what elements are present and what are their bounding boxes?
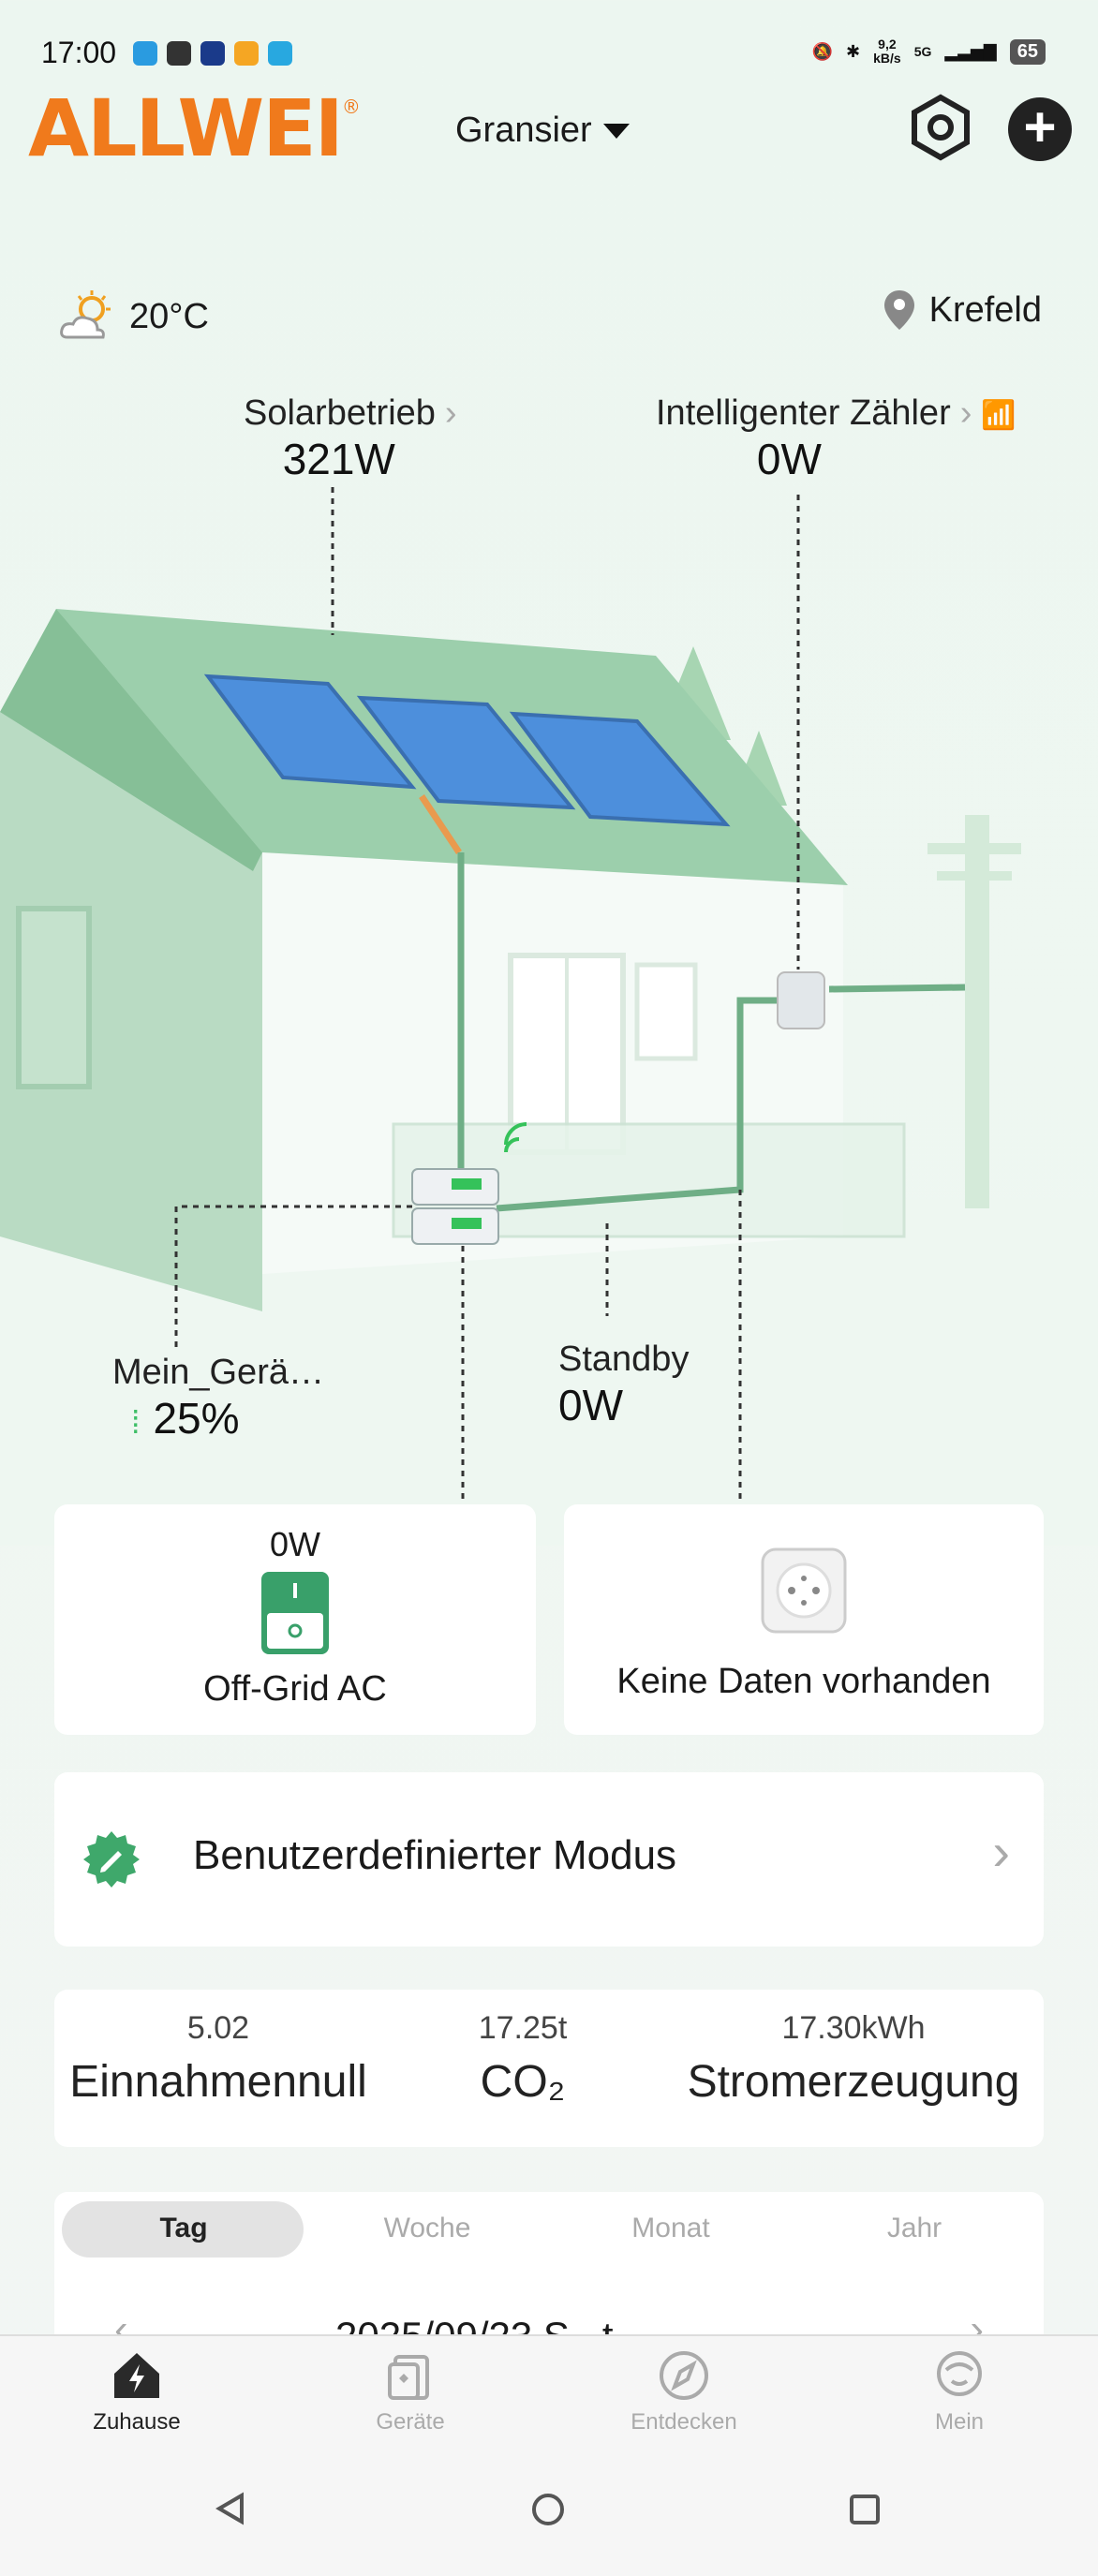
site-name: Gransier [455, 111, 592, 150]
stats-card: 5.02 Einnahmennull 17.25t CO₂ 17.30kWh S… [54, 1990, 1044, 2147]
custom-mode-gear-icon [83, 1831, 140, 1888]
smart-meter-device [777, 971, 825, 1029]
location-pin-icon [883, 290, 914, 330]
socket-status: Keine Daten vorhanden [616, 1662, 991, 1701]
signal-icon: ▂▃▅▇ [944, 41, 997, 61]
stat-revenue: 5.02 Einnahmennull [54, 2010, 382, 2108]
mode-card[interactable]: Benutzerdefinierter Modus › [54, 1772, 1044, 1947]
tab-week[interactable]: Woche [383, 2213, 471, 2243]
partly-sunny-icon [60, 290, 111, 339]
net-speed: 9,2 kB/s [873, 37, 901, 66]
app-icon [234, 41, 259, 66]
meter-label: Intelligenter Zähler [656, 393, 951, 433]
chevron-right-icon: › [959, 393, 972, 433]
tab-day[interactable]: Tag [159, 2213, 208, 2243]
stat-label: CO₂ [480, 2057, 566, 2107]
standby-value: 0W [558, 1381, 623, 1429]
power-switch-icon[interactable] [260, 1570, 331, 1656]
brand-logo: ALLWEI® [28, 82, 361, 174]
nav-discover[interactable]: Entdecken [600, 2349, 768, 2435]
solar-label: Solarbetrieb [244, 393, 436, 433]
inverter-device [411, 1122, 527, 1245]
device-name: Mein_Gerä… [112, 1353, 324, 1392]
solar-output[interactable]: Solarbetrieb› 321W [244, 393, 457, 484]
stat-generation: 17.30kWh Stromerzeugung [663, 2010, 1044, 2108]
tab-year[interactable]: Jahr [886, 2213, 942, 2243]
profile-icon [937, 2351, 982, 2396]
bluetooth-icon: ✱ [846, 41, 861, 61]
smart-meter-output[interactable]: Intelligenter Zähler› 📶 0W [656, 393, 1016, 484]
tab-month[interactable]: Monat [631, 2213, 710, 2243]
house-energy-illustration [0, 487, 1098, 1546]
notification-icons [133, 41, 292, 66]
meter-value: 0W [756, 435, 822, 483]
stat-value: 5.02 [186, 2010, 250, 2046]
system-recents-icon[interactable] [849, 2494, 881, 2525]
power-socket-icon [761, 1547, 847, 1634]
booking-icon [200, 41, 225, 66]
battery-indicator: 65 [1009, 38, 1046, 65]
stat-value: 17.25t [478, 2010, 568, 2046]
solar-value: 321W [282, 435, 395, 483]
location-name: Krefeld [928, 289, 1042, 330]
nav-home[interactable]: Zuhause [52, 2349, 221, 2435]
battery-device[interactable]: Mein_Gerä… ⁞ 25% [112, 1353, 324, 1443]
mute-icon: 🔕 [811, 41, 834, 61]
location-widget[interactable]: Krefeld [883, 289, 1042, 332]
site-selector[interactable]: Gransier [455, 111, 630, 151]
tab-day-highlight [62, 2201, 304, 2258]
home-bolt-icon [114, 2353, 159, 2398]
nav-profile[interactable]: Mein [875, 2349, 1044, 2435]
socket-card[interactable]: Keine Daten vorhanden [564, 1504, 1044, 1735]
temperature: 20°C [129, 296, 209, 336]
battery-percent: 25% [153, 1394, 240, 1443]
chevron-right-icon: › [992, 1822, 1010, 1881]
caret-down-icon [602, 123, 630, 139]
chevron-right-icon: › [444, 393, 457, 433]
offgrid-value: 0W [270, 1525, 320, 1563]
network-type: 5G [913, 43, 932, 59]
weather-widget: 20°C [56, 289, 209, 345]
utility-pole [927, 815, 1021, 1208]
check-app-icon [268, 41, 292, 66]
system-home-icon[interactable] [530, 2492, 566, 2527]
settings-gear-icon[interactable] [907, 94, 974, 161]
add-device-button[interactable]: + [1008, 97, 1072, 161]
offgrid-label: Off-Grid AC [203, 1669, 387, 1709]
system-back-icon[interactable] [214, 2492, 247, 2525]
status-right: 🔕 ✱ 9,2 kB/s 5G ▂▃▅▇ 65 [812, 37, 1046, 66]
status-time: 17:00 [41, 36, 117, 69]
bottom-navigation [0, 2334, 1098, 2576]
standby-label: Standby [558, 1340, 690, 1379]
mode-label: Benutzerdefinierter Modus [193, 1832, 677, 1878]
mail-icon [133, 41, 157, 66]
stat-label: Stromerzeugung [687, 2057, 1020, 2107]
solar-panels [203, 674, 731, 827]
compass-icon [660, 2351, 708, 2400]
devices-icon [388, 2355, 429, 2400]
signal-off-icon: 📶 [981, 400, 1016, 431]
nav-devices[interactable]: Geräte [326, 2349, 495, 2435]
stat-label: Einnahmennull [69, 2057, 367, 2107]
offgrid-ac-card[interactable]: 0W Off-Grid AC [54, 1504, 536, 1735]
stat-value: 17.30kWh [781, 2010, 926, 2046]
standby-status: Standby 0W [558, 1340, 689, 1430]
stat-co2: 17.25t CO₂ [382, 2010, 663, 2108]
gallery-icon [167, 41, 191, 66]
battery-level-icon: ⁞ [131, 1405, 141, 1441]
